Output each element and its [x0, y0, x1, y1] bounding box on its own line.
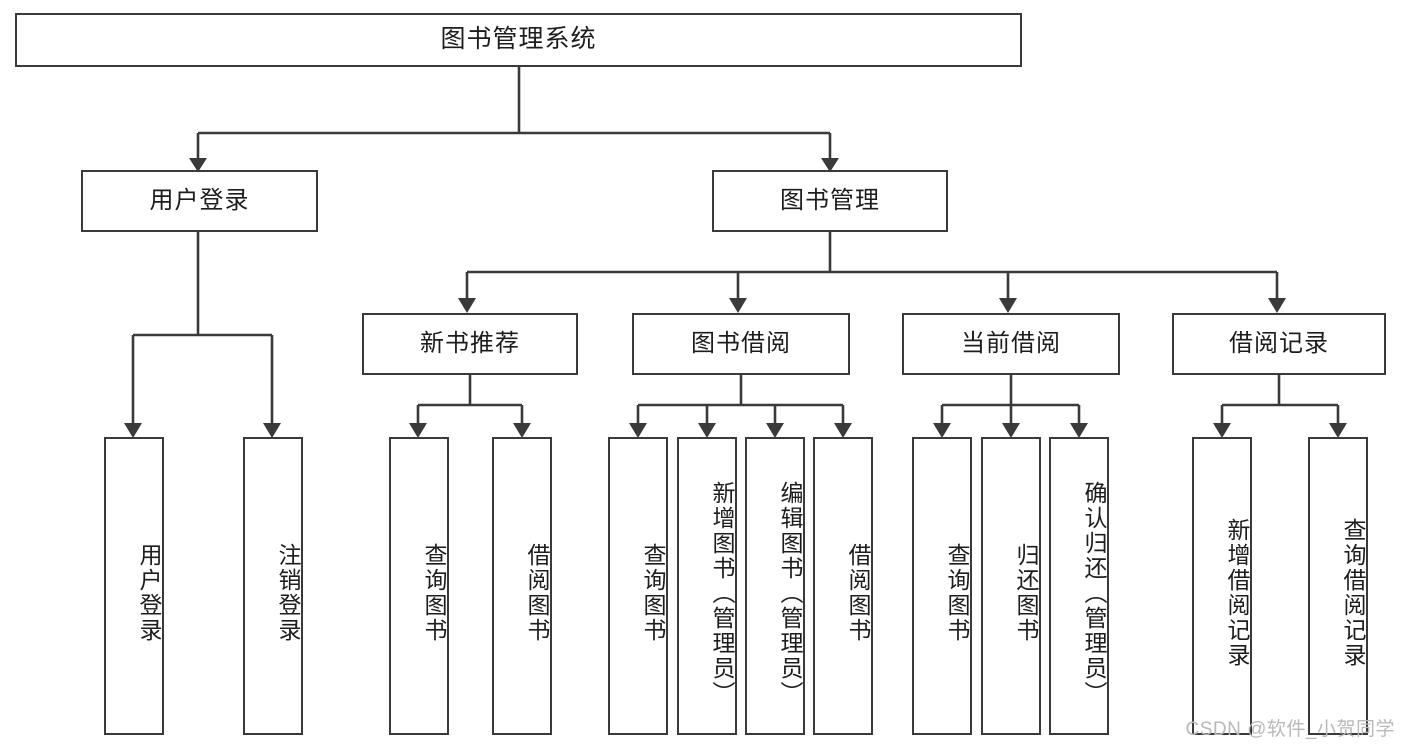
leaf-current-confirm-return[interactable]: 确认归还（管理员） — [1049, 437, 1109, 735]
arrow-leaf-record-query — [1329, 423, 1347, 438]
leaf-label: 查询图书 — [944, 543, 970, 643]
arrow-to-borrow-record — [1268, 298, 1286, 313]
arrow-to-current-borrow — [999, 298, 1017, 313]
node-current-borrow[interactable]: 当前借阅 — [902, 313, 1120, 375]
node-label: 用户登录 — [149, 186, 250, 214]
node-label: 新书推荐 — [420, 329, 520, 357]
leaf-label: 用户登录 — [136, 543, 162, 643]
node-new-book-recommend[interactable]: 新书推荐 — [362, 313, 578, 375]
leaf-label: 归还图书 — [1013, 543, 1039, 643]
arrow-to-new-book — [458, 298, 476, 313]
leaf-logout[interactable]: 注销登录 — [243, 437, 303, 735]
leaf-borrow-edit-book[interactable]: 编辑图书（管理员） — [745, 437, 805, 735]
leaf-record-add[interactable]: 新增借阅记录 — [1192, 437, 1252, 735]
node-book-borrow[interactable]: 图书借阅 — [632, 313, 850, 375]
leaf-label: 确认归还（管理员） — [1081, 480, 1107, 706]
arrow-leaf-record-add — [1213, 423, 1231, 438]
arrow-to-book-borrow — [729, 298, 747, 313]
leaf-label: 编辑图书（管理员） — [777, 480, 803, 706]
leaf-new-query-book[interactable]: 查询图书 — [389, 437, 449, 735]
leaf-record-query[interactable]: 查询借阅记录 — [1308, 437, 1368, 735]
leaf-current-query-book[interactable]: 查询图书 — [912, 437, 972, 735]
arrow-leaf-current-return — [1002, 423, 1020, 438]
node-label: 图书借阅 — [691, 329, 791, 357]
leaf-current-return-book[interactable]: 归还图书 — [981, 437, 1041, 735]
arrow-leaf-user-login — [124, 423, 142, 438]
arrow-leaf-new-query — [409, 423, 427, 438]
leaf-label: 借阅图书 — [845, 543, 871, 643]
leaf-label: 注销登录 — [275, 543, 301, 643]
arrow-leaf-logout — [263, 423, 281, 438]
node-label: 当前借阅 — [961, 329, 1061, 357]
node-label: 图书管理系统 — [440, 25, 597, 54]
leaf-label: 新增图书（管理员） — [709, 480, 735, 706]
arrow-leaf-borrow-query — [629, 423, 647, 438]
leaf-label: 查询图书 — [421, 543, 447, 643]
node-book-management[interactable]: 图书管理 — [712, 170, 948, 232]
node-root-library-system[interactable]: 图书管理系统 — [15, 13, 1022, 67]
leaf-label: 借阅图书 — [524, 543, 550, 643]
node-user-login[interactable]: 用户登录 — [81, 170, 318, 232]
leaf-label: 查询图书 — [640, 543, 666, 643]
node-borrow-record[interactable]: 借阅记录 — [1172, 313, 1386, 375]
leaf-user-login[interactable]: 用户登录 — [104, 437, 164, 735]
leaf-borrow-book[interactable]: 借阅图书 — [813, 437, 873, 735]
leaf-label: 查询借阅记录 — [1340, 518, 1366, 668]
node-label: 借阅记录 — [1229, 329, 1329, 357]
leaf-label: 新增借阅记录 — [1224, 518, 1250, 668]
arrow-leaf-new-borrow — [513, 423, 531, 438]
leaf-borrow-add-book[interactable]: 新增图书（管理员） — [677, 437, 737, 735]
leaf-borrow-query-book[interactable]: 查询图书 — [608, 437, 668, 735]
arrow-leaf-borrow-edit — [766, 423, 784, 438]
leaf-new-borrow-book[interactable]: 借阅图书 — [492, 437, 552, 735]
arrow-leaf-current-query — [933, 423, 951, 438]
node-label: 图书管理 — [780, 186, 880, 214]
arrow-leaf-borrow-add — [698, 423, 716, 438]
arrow-leaf-current-confirm — [1070, 423, 1088, 438]
arrow-leaf-borrow-book — [834, 423, 852, 438]
